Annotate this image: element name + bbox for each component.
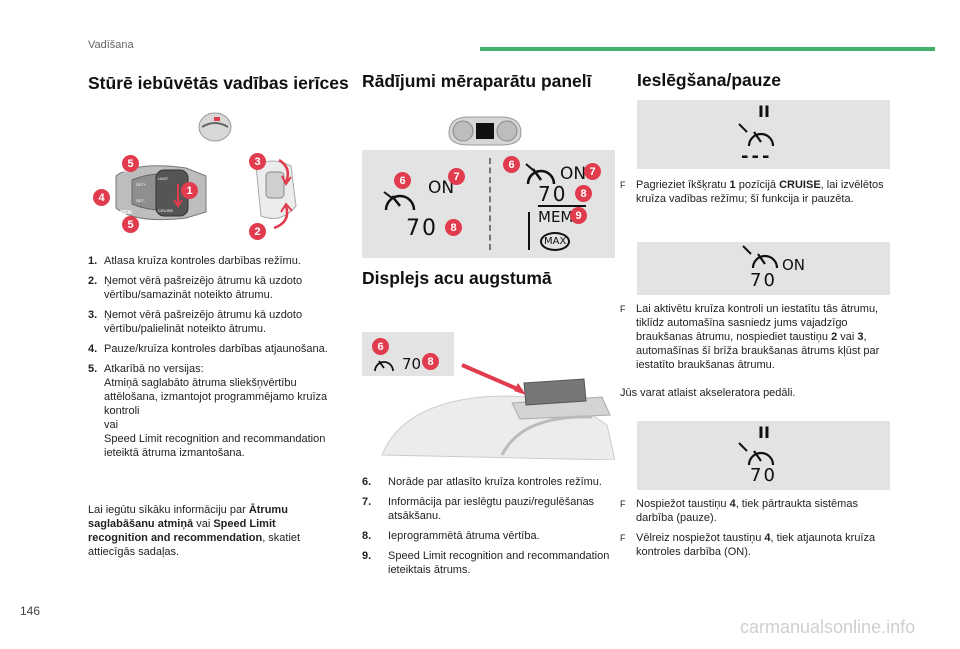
callout-8: 8	[422, 353, 439, 370]
callout-2: 2	[249, 223, 266, 240]
callout-8: 8	[445, 219, 462, 236]
speedometer-icon	[742, 245, 779, 269]
callout-5-bottom: 5	[122, 216, 139, 233]
display-paused: II ---	[637, 100, 890, 169]
step-1: F Pagrieziet īkšķratu 1 pozīcijā CRUISE,…	[620, 179, 884, 205]
list-item: 1.Atlasa kruīza kontroles darbības režīm…	[88, 255, 301, 267]
label-limit: LIMIT	[158, 176, 169, 181]
list-item: 7.Informācija par ieslēgtu pauzi/regulēš…	[362, 496, 595, 522]
callout-3: 3	[249, 153, 266, 170]
dashes-symbol: ---	[741, 146, 773, 167]
callout-4: 4	[93, 189, 110, 206]
step-2: F Lai aktivētu kruīza kontroli un iestat…	[620, 303, 880, 371]
speedometer-icon	[525, 163, 556, 185]
more-info-note: Lai iegūtu sīkāku informāciju par Ātrumu…	[88, 504, 301, 558]
cluster-speed-right: 70	[538, 182, 568, 206]
callout-6: 6	[394, 172, 411, 189]
cluster-on-left: ON	[428, 178, 455, 198]
callout-7: 7	[448, 168, 465, 185]
label-set-minus: SET-	[136, 198, 145, 203]
pause-symbol: II	[758, 102, 770, 121]
col3-title: Ieslēgšana/pauze	[637, 70, 781, 90]
instrument-cluster-icon	[448, 116, 522, 146]
col2-title: Rādījumi mēraparātu panelī	[362, 71, 592, 91]
display-list: 6.Norāde par atlasīto kruīza kontroles r…	[362, 475, 620, 583]
display-on: ON 70	[637, 242, 890, 295]
callout-7: 7	[584, 163, 601, 180]
col1-title: Stūrē iebūvētās vadības ierīces	[88, 73, 349, 93]
list-item: 2.Ņemot vērā pašreizējo ātrumu kā uzdoto…	[88, 275, 303, 301]
cluster-speed-left: 70	[406, 216, 438, 241]
page-number: 146	[20, 604, 41, 618]
list-item: 8.Ieprogrammētā ātruma vērtība.	[362, 530, 540, 542]
label-cruise: CRUISE	[158, 208, 174, 213]
list-item: 6.Norāde par atlasīto kruīza kontroles r…	[362, 476, 602, 488]
display-paused-speed: II 70	[637, 421, 890, 490]
on-label: ON	[782, 256, 806, 274]
speedometer-icon	[374, 360, 394, 372]
speedometer-icon	[738, 442, 775, 466]
controls-list: 1.Atlasa kruīza kontroles darbības režīm…	[88, 254, 338, 466]
watermark: carmanualsonline.info	[740, 617, 916, 637]
speedometer-icon	[738, 123, 775, 147]
list-item: 5. Atkarībā no versijas: Atmiņā saglabāt…	[88, 363, 328, 459]
speedometer-icon	[383, 191, 416, 211]
callout-5-top: 5	[122, 155, 139, 172]
panel-rule	[538, 205, 586, 207]
cluster-max: MAX	[540, 232, 571, 251]
cluster-mem: MEM	[538, 208, 574, 226]
callout-6: 6	[503, 156, 520, 173]
label-set-plus: SET+	[136, 182, 147, 187]
col2-subtitle: Displejs acu augstumā	[362, 268, 552, 288]
callout-8: 8	[575, 185, 592, 202]
hud-speed: 70	[402, 355, 422, 373]
cruise-stalk-illustration: MEM MEM LIMIT CRUISE SET+ SET-	[96, 146, 316, 238]
speed-value: 70	[750, 465, 777, 486]
list-item: 3.Ņemot vērā pašreizējo ātrumu kā uzdoto…	[88, 309, 303, 335]
label-mem-bottom: MEM	[120, 210, 132, 216]
panel-divider	[489, 158, 491, 250]
step-3: F Nospiežot taustiņu 4, tiek pārtraukta …	[620, 498, 876, 558]
speed-value: 70	[750, 270, 777, 291]
panel-arrow	[528, 212, 530, 250]
cluster-on-right: ON	[560, 164, 587, 184]
pause-symbol: II	[758, 423, 770, 442]
hud-illustration: 70	[362, 305, 616, 461]
section-header: Vadīšana	[88, 39, 134, 51]
list-item: 9.Speed Limit recognition and recommanda…	[362, 550, 610, 576]
callout-6: 6	[372, 338, 389, 355]
section-header-bar	[480, 47, 935, 51]
list-item: 4.Pauze/kruīza kontroles darbības atjaun…	[88, 343, 328, 355]
cluster-display-panel: ON 70 ON 70 MEM MAX	[362, 150, 615, 258]
steering-wheel-icon	[198, 112, 232, 142]
accelerator-note: Jūs varat atlaist akseleratora pedāli.	[620, 387, 796, 399]
callout-9: 9	[570, 207, 587, 224]
callout-1: 1	[181, 182, 198, 199]
